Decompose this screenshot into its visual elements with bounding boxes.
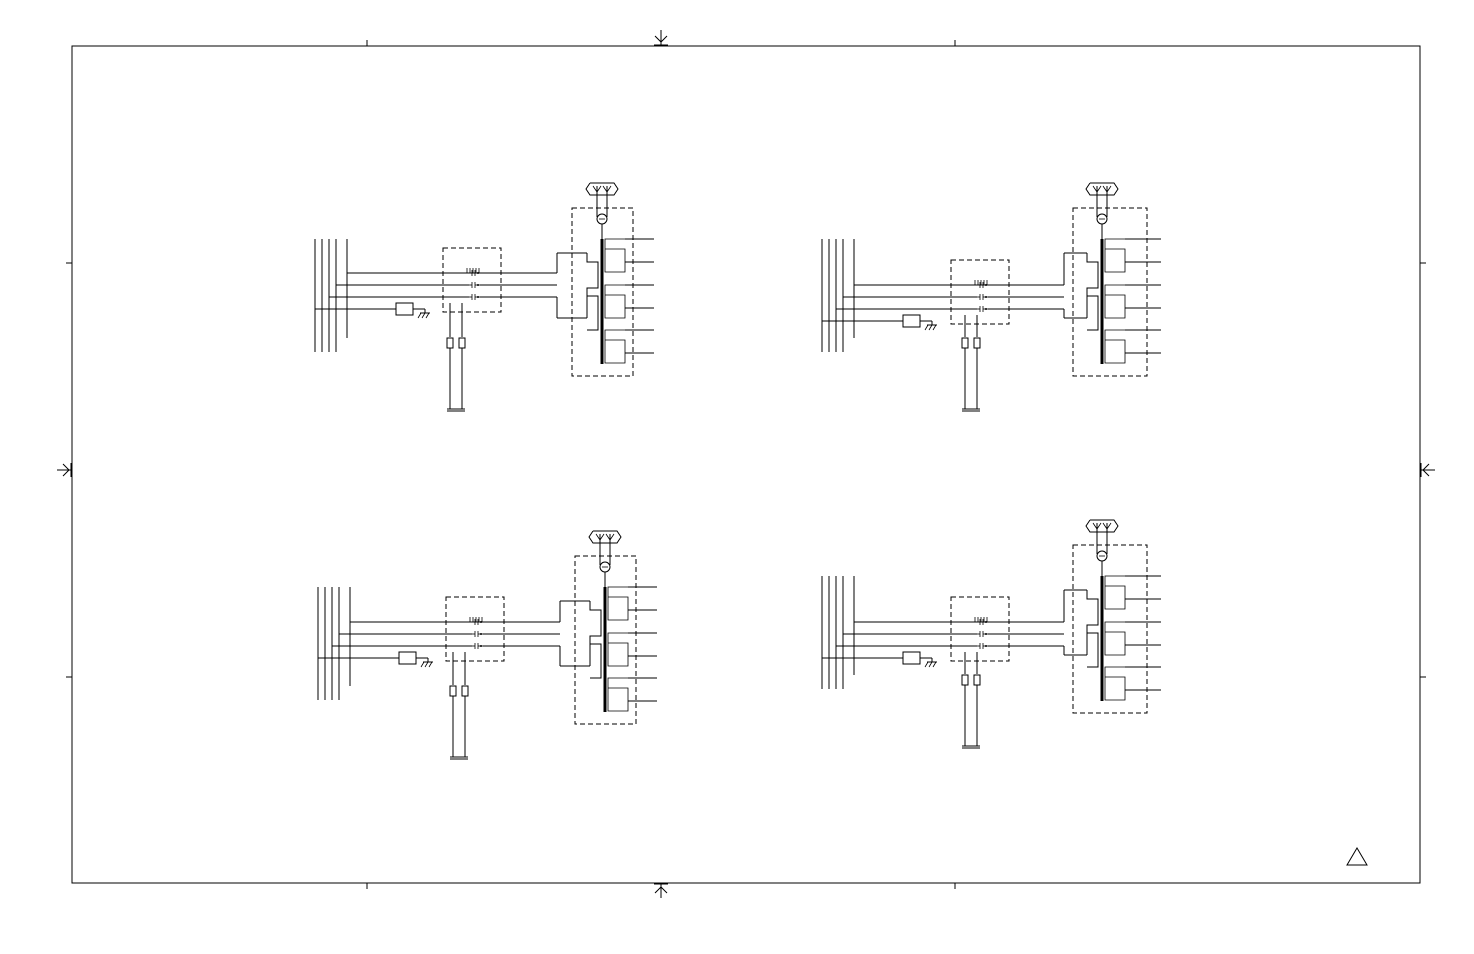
centering-arrow-top [654,30,668,46]
fuse [961,674,969,686]
fuse [973,337,981,349]
circuit-upper-left [314,182,654,412]
resistor [395,302,414,316]
resistor [902,314,921,328]
transformer-box [1072,207,1148,377]
centering-arrow-right [1420,463,1435,477]
fuse [449,685,457,697]
fuse [446,337,454,349]
revision-triangle-icon [1346,847,1368,866]
drawing-border [71,45,1421,884]
fuse [461,685,469,697]
transformer-box [571,207,634,377]
circuit-group [314,182,1161,760]
centering-arrow-left [57,463,72,477]
transformer-box [574,555,637,725]
circuit-lower-right [821,519,1161,749]
fuse [458,337,466,349]
resistor [902,651,921,665]
fuse [973,674,981,686]
capacitor-box [445,596,505,662]
centering-arrow-bottom [654,883,668,898]
capacitor-box [950,259,1010,325]
transformer-box [1072,544,1148,714]
resistor [398,651,417,665]
capacitor-box [442,247,502,313]
capacitor-box [950,596,1010,662]
circuit-upper-right [821,182,1161,412]
circuit-lower-left [317,530,657,760]
fuse [961,337,969,349]
border-tick-marks [66,40,1426,889]
